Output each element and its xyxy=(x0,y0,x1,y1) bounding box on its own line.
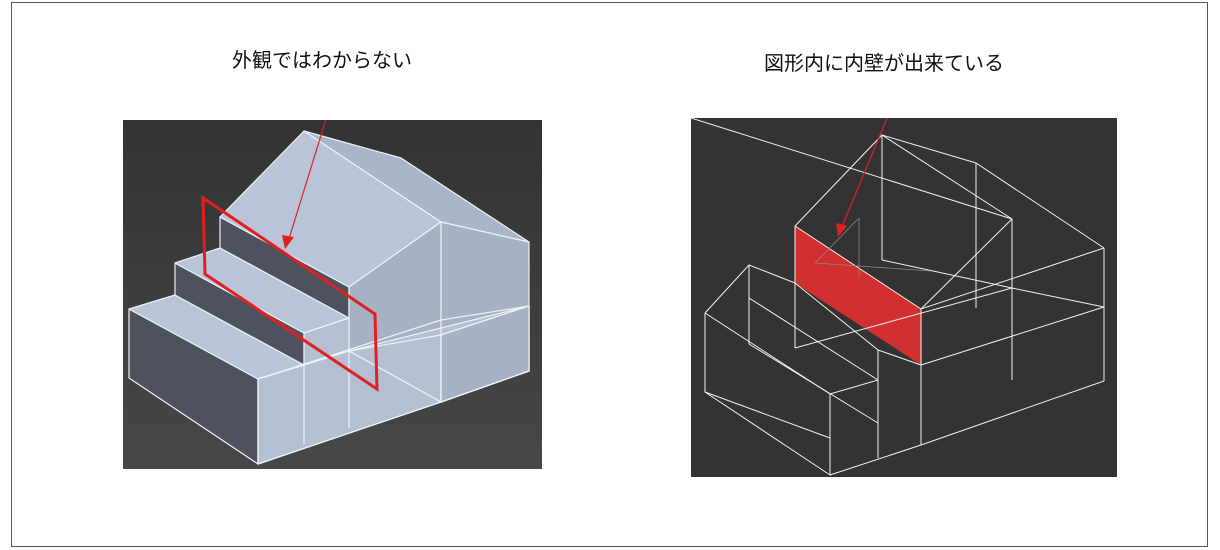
wireframe-model xyxy=(691,118,1105,476)
wireframe-viewport xyxy=(691,118,1117,477)
pointer-arrowhead-left xyxy=(282,235,294,249)
pointer-line-right xyxy=(840,118,888,230)
pointer-arrowhead-right xyxy=(836,223,847,237)
pointer-line-left xyxy=(287,120,327,243)
inner-wall xyxy=(795,226,921,365)
transform-gizmo xyxy=(814,217,932,278)
shaded-viewport xyxy=(123,120,542,469)
house-model xyxy=(128,130,530,465)
hidden-wall-outline xyxy=(201,195,379,392)
caption-left: 外観ではわからない xyxy=(232,48,412,72)
caption-right: 図形内に内壁が出来ている xyxy=(764,51,1004,75)
